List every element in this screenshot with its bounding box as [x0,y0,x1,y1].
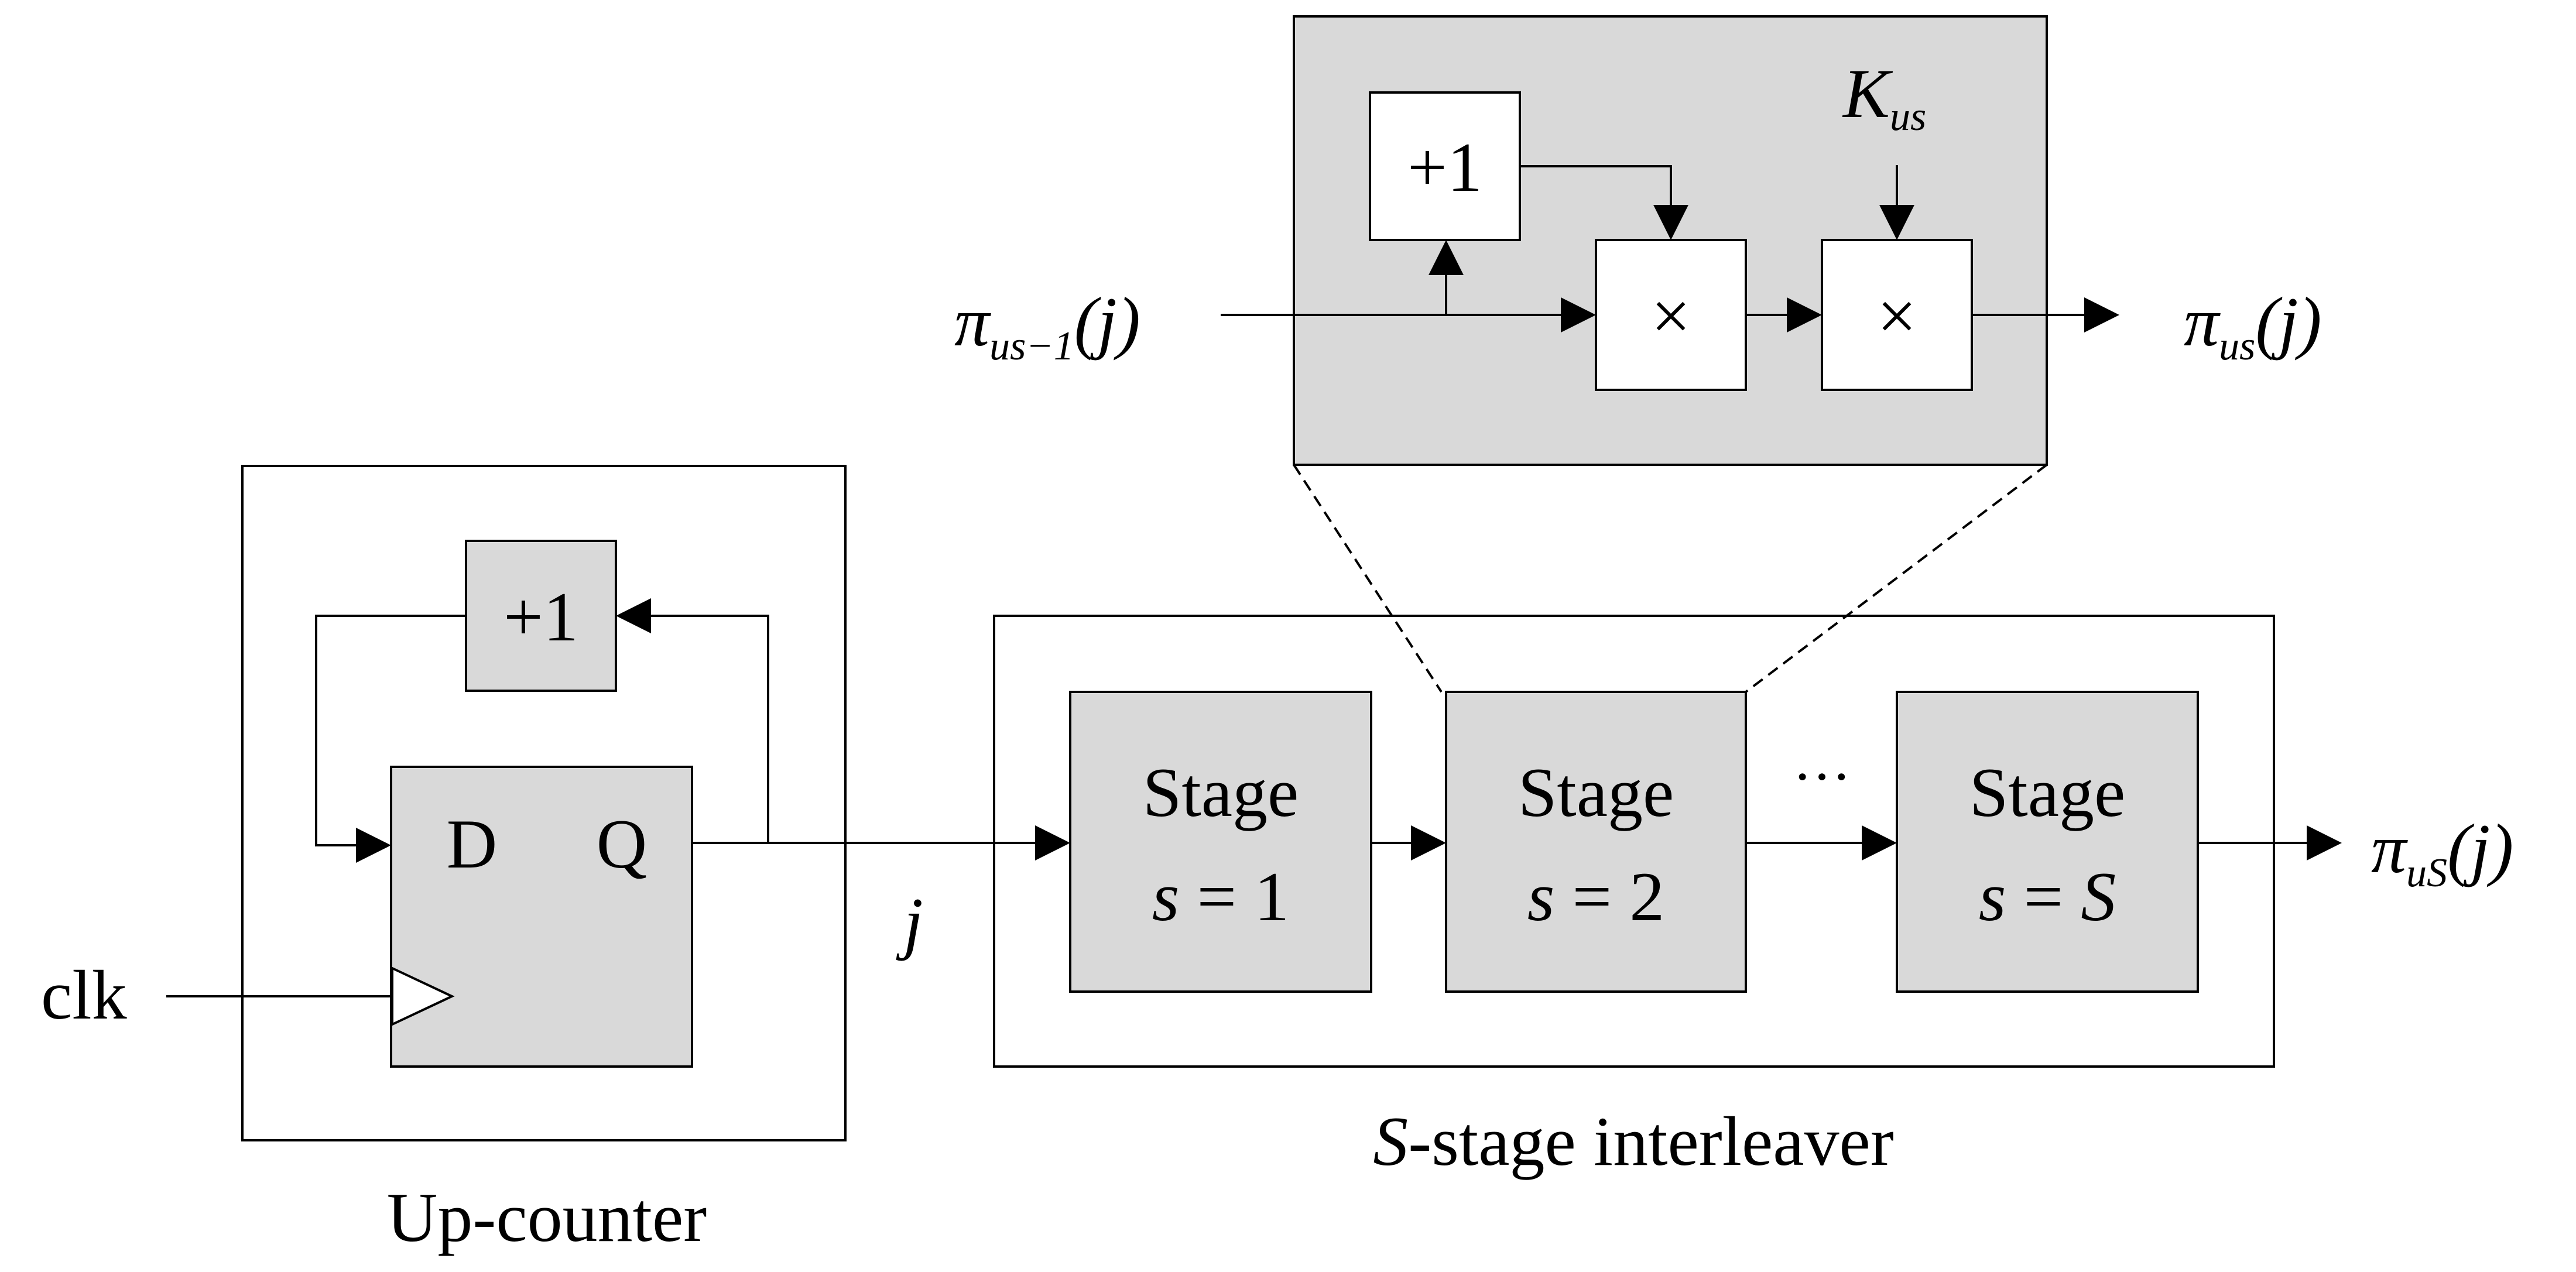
up-counter-caption: Up-counter [387,1178,707,1256]
counter-output-arrowhead [1035,825,1070,860]
detail-multiplier-2-symbol: × [1877,277,1917,355]
detail-output-arrowhead [2084,297,2119,332]
stage-2-to-s-arrowhead [1862,825,1897,860]
stage-2-title: Stage [1518,753,1674,831]
s-stage-interleaver: Stage s = 1 Stage s = 2 ··· Stage s = S … [993,615,2513,1180]
counter-feedback-arrowhead [356,828,391,863]
up-counter: +1 D Q clk Up-counter [41,465,847,1256]
counter-q-loop-arrowhead [616,598,651,633]
stage-2-equation: s = 2 [1527,858,1664,935]
stage-detail-panel: +1 × × Kus πus−1(j) πus(j) [954,15,2322,466]
interleaver-frame [993,615,2275,1068]
zoom-line-right [1745,464,2048,693]
interleaver-caption: S-stage interleaver [1373,1102,1894,1180]
stage-s-block [1896,691,2199,993]
detail-increment-out-wire [1520,165,1672,205]
stage-1-title: Stage [1143,753,1299,831]
detail-input-label: πus−1(j) [954,283,1140,369]
clock-label: clk [41,956,127,1034]
up-counter-frame [241,465,847,1141]
counter-feedback-wire [315,615,466,846]
detail-input-arrowhead [1561,297,1596,332]
counter-output-label: j [896,883,923,961]
stage-1-equation: s = 1 [1152,858,1289,935]
detail-multiplier-1-symbol: × [1651,277,1691,355]
detail-multiplier-2 [1821,239,1973,391]
stage-ellipsis: ··· [1793,744,1851,809]
detail-output-label: πus(j) [2184,283,2322,369]
detail-k-arrowhead [1879,205,1914,240]
stage-s-equation: s = S [1979,858,2116,935]
detail-mult-link-arrowhead [1787,297,1822,332]
detail-k-label: Kus [1842,54,1926,139]
counter-increment-label: +1 [503,578,578,656]
interleaver-output-arrowhead [2307,825,2342,860]
detail-branch-arrowhead [1429,240,1464,275]
d-flip-flop [390,766,693,1068]
counter-q-loop-wire [651,615,769,844]
stage-1-to-2-arrowhead [1411,825,1446,860]
interleaver-output-label: πuS(j) [2371,810,2513,896]
stage-2-block [1445,691,1747,993]
stage-s-title: Stage [1969,753,2126,831]
detail-increment-out-arrowhead [1653,205,1688,240]
stage-1-block [1069,691,1372,993]
flip-flop-q-label: Q [597,805,648,883]
zoom-line-left [1293,464,1443,693]
detail-increment-label: +1 [1407,128,1482,206]
flip-flop-d-label: D [447,805,498,883]
detail-increment-block [1369,91,1521,241]
